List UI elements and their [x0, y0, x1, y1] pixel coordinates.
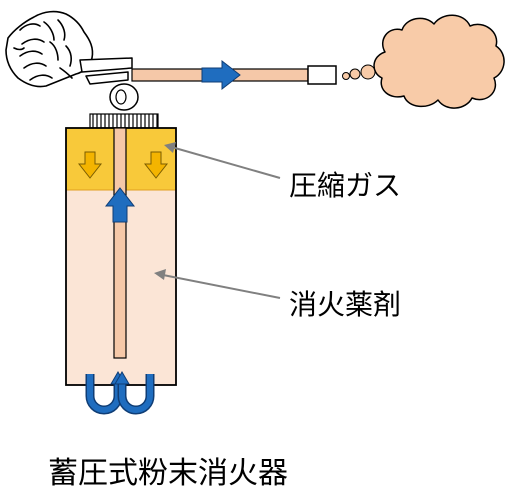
arrow-icon	[104, 187, 136, 223]
knurled-cap	[89, 113, 159, 129]
label-compressed-gas: 圧縮ガス	[289, 169, 402, 202]
label-extinguishing-agent: 消火薬剤	[289, 288, 402, 321]
spray-puffs	[342, 64, 376, 80]
arrow-icon	[143, 151, 169, 179]
nozzle	[307, 65, 337, 85]
arrow-icon	[77, 151, 103, 179]
cloud-icon	[373, 14, 505, 109]
valve-knob	[109, 83, 139, 111]
hand-icon	[5, 10, 94, 88]
pointer-lines	[154, 142, 281, 299]
intake-flow-arrows	[85, 371, 155, 415]
siphon-tube	[113, 127, 127, 359]
diagram-title: 蓄圧式粉末消火器	[48, 456, 288, 491]
lever-handle	[79, 57, 133, 85]
arrow-icon	[201, 59, 241, 91]
